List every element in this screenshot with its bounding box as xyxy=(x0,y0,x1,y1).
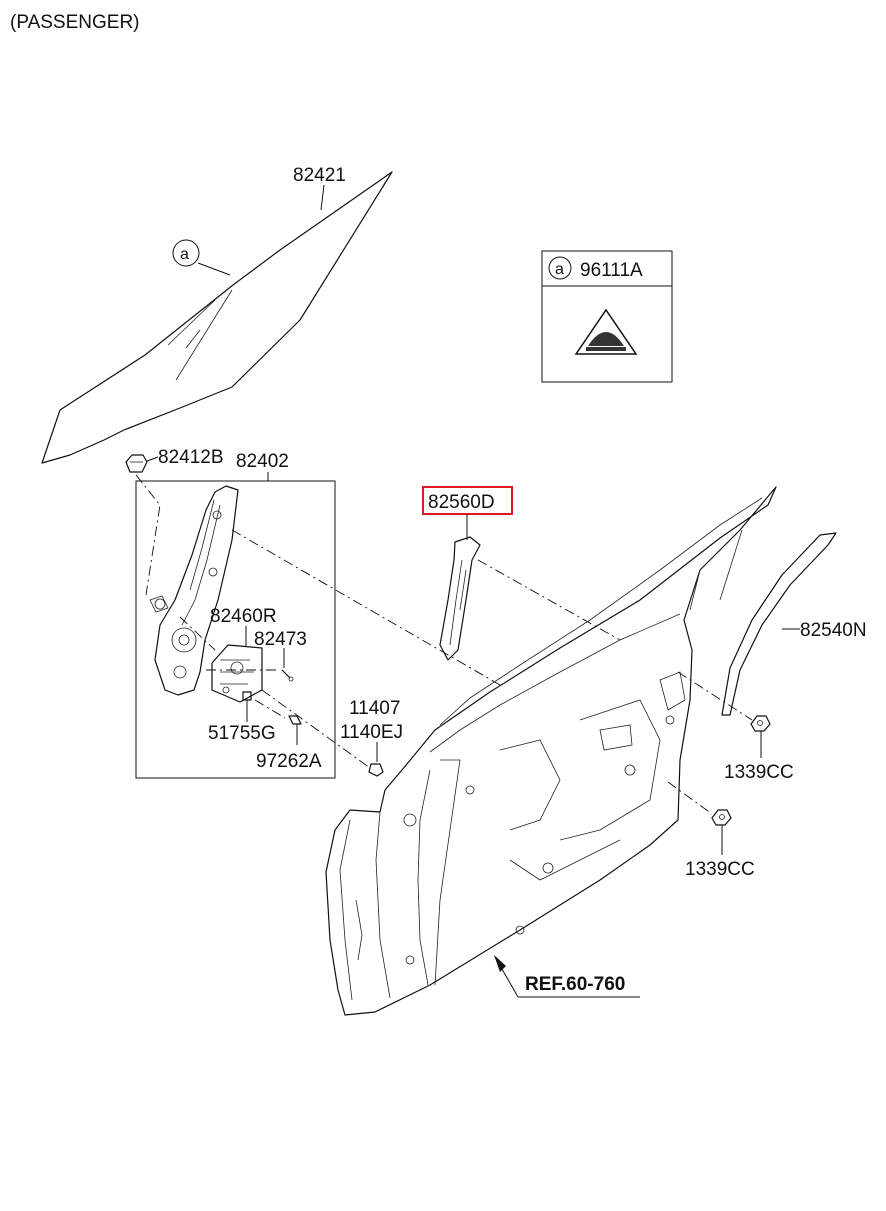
nut-1339cc-lower[interactable] xyxy=(711,809,732,826)
label-1140ej[interactable]: 1140EJ xyxy=(340,722,403,743)
dashed-regulator-door xyxy=(231,529,501,686)
label-1339cc-lower[interactable]: 1339CC xyxy=(685,859,755,880)
regulator-assembly-box xyxy=(135,472,336,779)
leader-82421 xyxy=(320,184,325,211)
window-regulator[interactable] xyxy=(149,485,239,696)
label-97262a[interactable]: 97262A xyxy=(256,751,322,772)
door-panel[interactable] xyxy=(325,486,777,1016)
label-82412b[interactable]: 82412B xyxy=(158,447,224,468)
bolt-11407[interactable] xyxy=(368,763,384,777)
reference-arrow xyxy=(494,955,640,998)
callout-a-circle xyxy=(172,239,200,267)
legend-part-label[interactable]: 96111A xyxy=(580,260,643,281)
glass-channel[interactable] xyxy=(439,536,481,661)
leader-82412b xyxy=(146,456,159,462)
screw-82473[interactable] xyxy=(281,669,294,682)
label-82473[interactable]: 82473 xyxy=(254,629,307,650)
warning-label-icon xyxy=(574,308,638,355)
door-glass[interactable] xyxy=(41,171,393,464)
dashed-nut-upper-guide xyxy=(677,671,753,721)
legend-box: a 96111A xyxy=(541,250,673,383)
window-motor[interactable] xyxy=(211,644,263,703)
callout-a-label: a xyxy=(180,246,189,263)
dashed-nut-lower-guide xyxy=(667,781,713,815)
leader-callout-a xyxy=(197,262,231,276)
connector-97262a[interactable] xyxy=(288,715,302,725)
run-channel[interactable] xyxy=(721,532,837,716)
dashed-bolt-guide xyxy=(261,689,371,769)
label-82540n[interactable]: 82540N xyxy=(800,620,867,641)
label-51755g[interactable]: 51755G xyxy=(208,723,276,744)
glass-clip[interactable] xyxy=(125,454,148,473)
label-1339cc-upper[interactable]: 1339CC xyxy=(724,762,794,783)
label-82421[interactable]: 82421 xyxy=(293,165,346,186)
label-82460r[interactable]: 82460R xyxy=(210,606,277,627)
label-11407[interactable]: 11407 xyxy=(349,698,400,719)
dashed-channel-guide xyxy=(477,559,621,641)
nut-1339cc-upper[interactable] xyxy=(750,715,771,732)
variant-title: (PASSENGER) xyxy=(10,12,140,33)
reference-label[interactable]: REF.60-760 xyxy=(525,974,625,995)
label-82402[interactable]: 82402 xyxy=(236,451,289,472)
dashed-connector-guide xyxy=(254,699,286,719)
dashed-clip-guide xyxy=(135,474,161,596)
bolt-51755g[interactable] xyxy=(242,691,252,701)
legend-callout-label: a xyxy=(555,261,564,278)
label-82560d[interactable]: 82560D xyxy=(428,492,495,513)
dashed-motor-guide xyxy=(179,616,216,651)
